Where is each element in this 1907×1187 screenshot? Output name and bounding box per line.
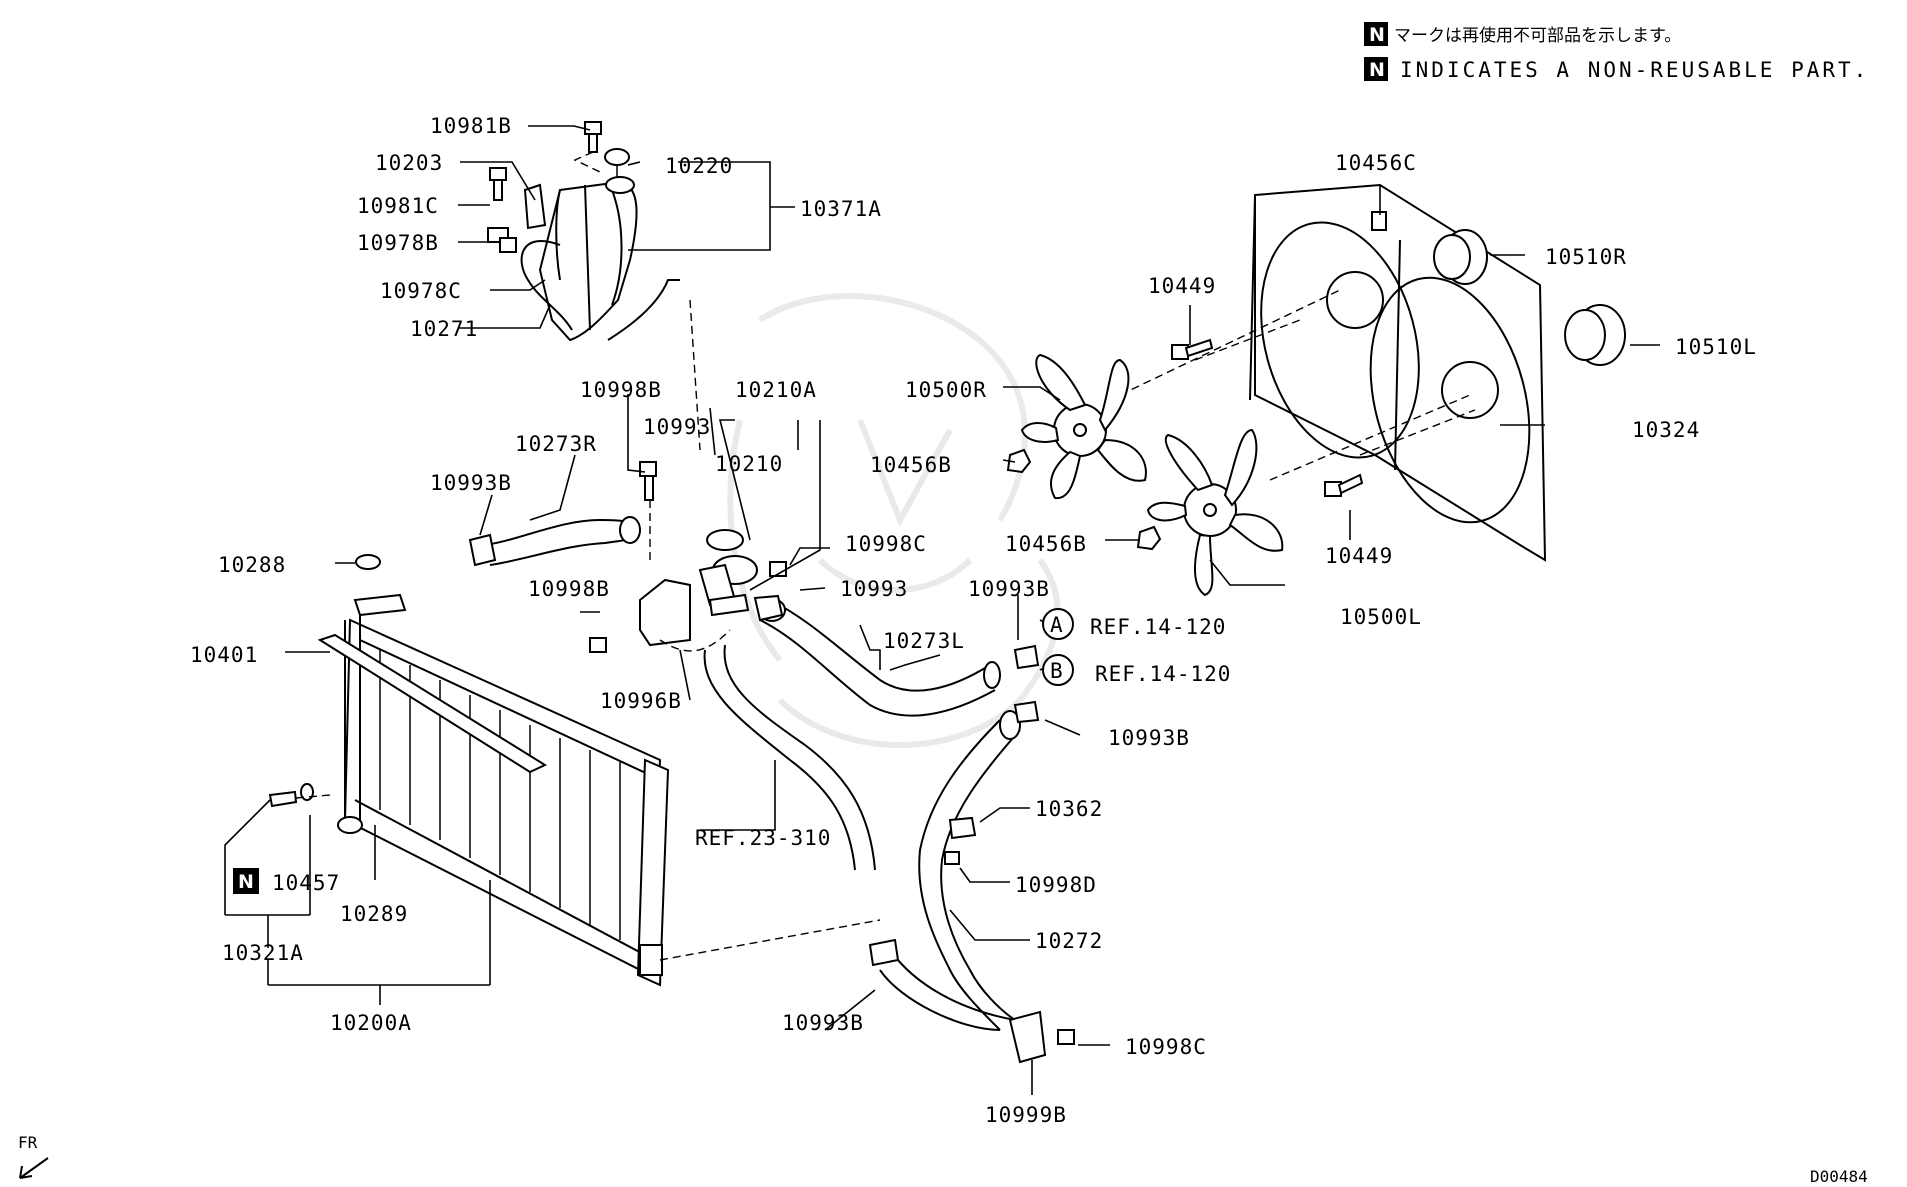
fan-left-drawing bbox=[1146, 428, 1284, 597]
label-10371a: 10371A bbox=[800, 197, 882, 221]
label-10981b: 10981B bbox=[430, 114, 512, 138]
label-10978b: 10978B bbox=[357, 231, 439, 255]
label-10456b-upper: 10456B bbox=[870, 453, 952, 477]
label-10500l: 10500L bbox=[1340, 605, 1422, 629]
front-arrow: FR bbox=[18, 1133, 49, 1179]
fan-nuts bbox=[1006, 448, 1162, 551]
label-10998b-upper: 10998B bbox=[580, 378, 662, 402]
label-10456c: 10456C bbox=[1335, 151, 1417, 175]
watermark bbox=[727, 293, 1061, 748]
label-10998c-upper: 10998C bbox=[845, 532, 927, 556]
label-10324: 10324 bbox=[1632, 418, 1700, 442]
label-10993b-lower-right: 10993B bbox=[1108, 726, 1190, 750]
non-reusable-note: N マークは再使用不可部品を示します。 N INDICATES A NON-RE… bbox=[1364, 22, 1869, 82]
hoses-drawing bbox=[468, 299, 1075, 1064]
label-10993b-upper: 10993B bbox=[430, 471, 512, 495]
label-10500r: 10500R bbox=[905, 378, 987, 402]
ref-circle-b: B bbox=[1050, 659, 1064, 683]
front-label: FR bbox=[18, 1133, 38, 1152]
label-10998d: 10998D bbox=[1015, 873, 1097, 897]
front-arrow-icon bbox=[19, 1157, 49, 1179]
label-ref-14-120-b: REF.14-120 bbox=[1095, 662, 1231, 686]
label-10289: 10289 bbox=[340, 902, 408, 926]
label-10271: 10271 bbox=[410, 317, 478, 341]
label-10200a: 10200A bbox=[330, 1011, 412, 1035]
label-10272: 10272 bbox=[1035, 929, 1103, 953]
label-10273l: 10273L bbox=[883, 629, 965, 653]
note-badge-en: N bbox=[1369, 59, 1385, 81]
label-10362: 10362 bbox=[1035, 797, 1103, 821]
label-10993b-bottom: 10993B bbox=[782, 1011, 864, 1035]
label-10401: 10401 bbox=[190, 643, 258, 667]
label-10203: 10203 bbox=[375, 151, 443, 175]
label-10457: 10457 bbox=[272, 871, 340, 895]
label-10993-upper: 10993 bbox=[643, 415, 711, 439]
fan-bolts bbox=[1171, 338, 1364, 497]
reservoir-tank-drawing bbox=[487, 121, 680, 342]
label-10999b: 10999B bbox=[985, 1103, 1067, 1127]
label-10210: 10210 bbox=[715, 452, 783, 476]
label-10978c: 10978C bbox=[380, 279, 462, 303]
note-en-text: INDICATES A NON-REUSABLE PART. bbox=[1400, 58, 1869, 82]
non-reusable-badge-icon bbox=[1364, 57, 1388, 81]
leader-lines bbox=[224, 125, 1660, 1095]
label-10288: 10288 bbox=[218, 553, 286, 577]
label-10273r: 10273R bbox=[515, 432, 597, 456]
fan-shroud-drawing bbox=[1119, 183, 1626, 562]
badge-10457: N bbox=[238, 871, 254, 893]
part-labels: 10981B 10220 10203 10981C 10371A 10978B … bbox=[190, 114, 1757, 1127]
label-10993b-right: 10993B bbox=[968, 577, 1050, 601]
note-jp-text: マークは再使用不可部品を示します。 bbox=[1394, 25, 1681, 46]
label-10220: 10220 bbox=[665, 154, 733, 178]
ref-circle-a: A bbox=[1050, 613, 1064, 637]
radiator-drawing bbox=[268, 554, 670, 987]
label-10998b-middle: 10998B bbox=[528, 577, 610, 601]
fan-right-drawing bbox=[1020, 353, 1147, 500]
label-10981c: 10981C bbox=[357, 194, 439, 218]
document-id: D00484 bbox=[1810, 1167, 1868, 1186]
label-10510r: 10510R bbox=[1545, 245, 1627, 269]
note-badge-jp: N bbox=[1369, 24, 1385, 46]
non-reusable-badge-icon bbox=[233, 868, 259, 894]
label-ref-14-120-a: REF.14-120 bbox=[1090, 615, 1226, 639]
label-10510l: 10510L bbox=[1675, 335, 1757, 359]
label-10449-upper: 10449 bbox=[1148, 274, 1216, 298]
label-ref-23-310: REF.23-310 bbox=[695, 826, 831, 850]
label-10210a: 10210A bbox=[735, 378, 817, 402]
label-10996b: 10996B bbox=[600, 689, 682, 713]
non-reusable-badge-icon bbox=[1364, 22, 1388, 46]
label-10449-lower: 10449 bbox=[1325, 544, 1393, 568]
label-10321a: 10321A bbox=[222, 941, 304, 965]
label-10456b-lower: 10456B bbox=[1005, 532, 1087, 556]
label-10993-middle: 10993 bbox=[840, 577, 908, 601]
ref-circles: A B bbox=[1042, 608, 1074, 686]
label-10998c-lower: 10998C bbox=[1125, 1035, 1207, 1059]
